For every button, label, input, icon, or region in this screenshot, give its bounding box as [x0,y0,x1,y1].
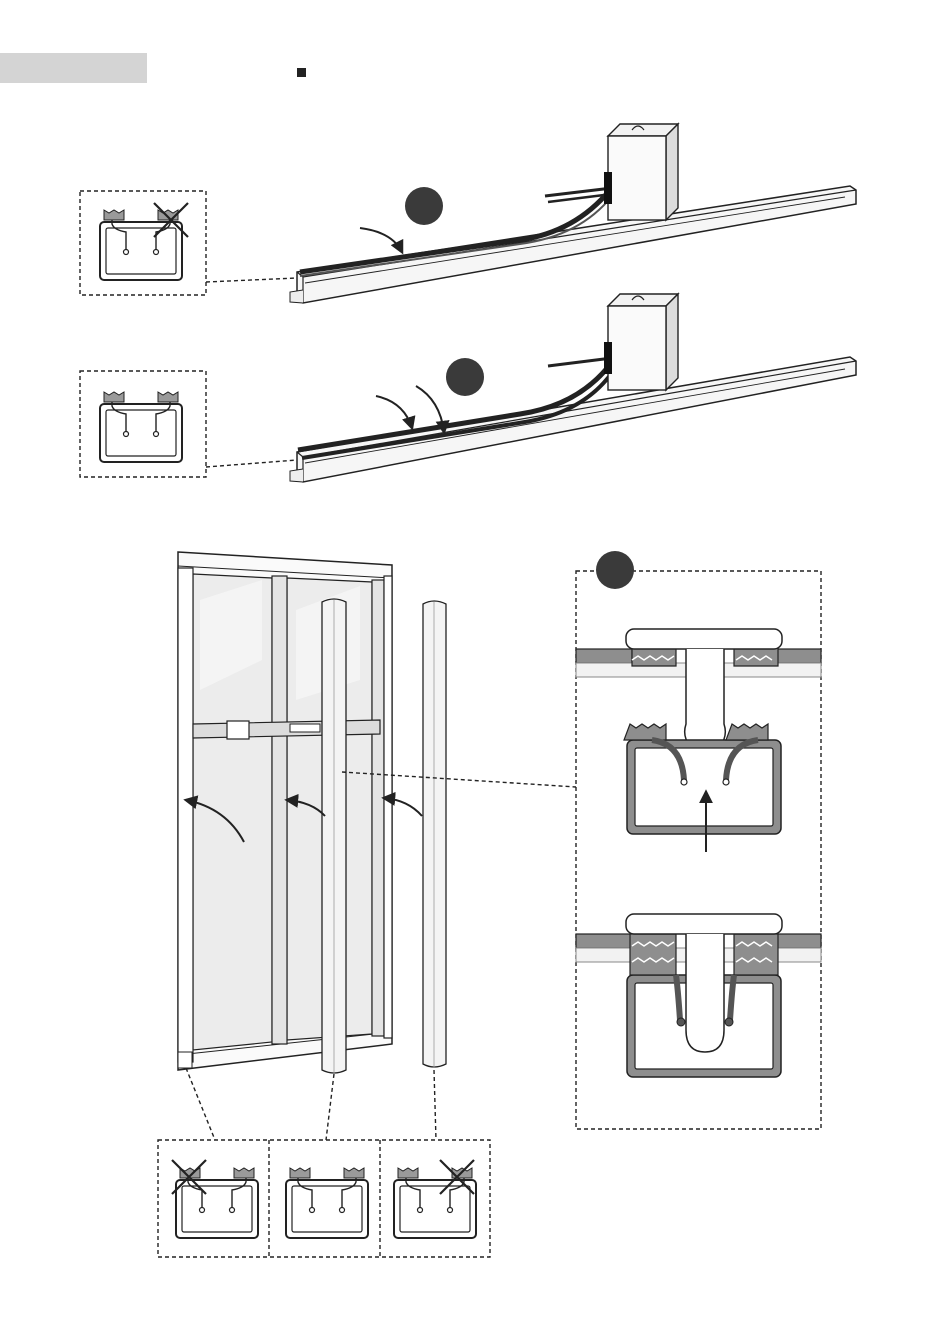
step-badge-2 [446,358,484,396]
led-driver-box [608,294,678,390]
insertion-detail [576,551,821,1129]
step-badge-3 [596,551,634,589]
section-both-sides [286,1168,368,1238]
bottom-profile-sections [158,1140,490,1257]
header-tab [0,53,147,83]
door-frame [178,552,576,1140]
u-profile-icon [100,392,182,462]
led-driver-box [608,124,678,220]
section-right-side [394,1168,476,1238]
rail-assembly-middle [80,294,856,482]
rail-assembly-top [80,124,856,303]
step-badge-1 [405,187,443,225]
square-bullet-icon [297,68,306,77]
